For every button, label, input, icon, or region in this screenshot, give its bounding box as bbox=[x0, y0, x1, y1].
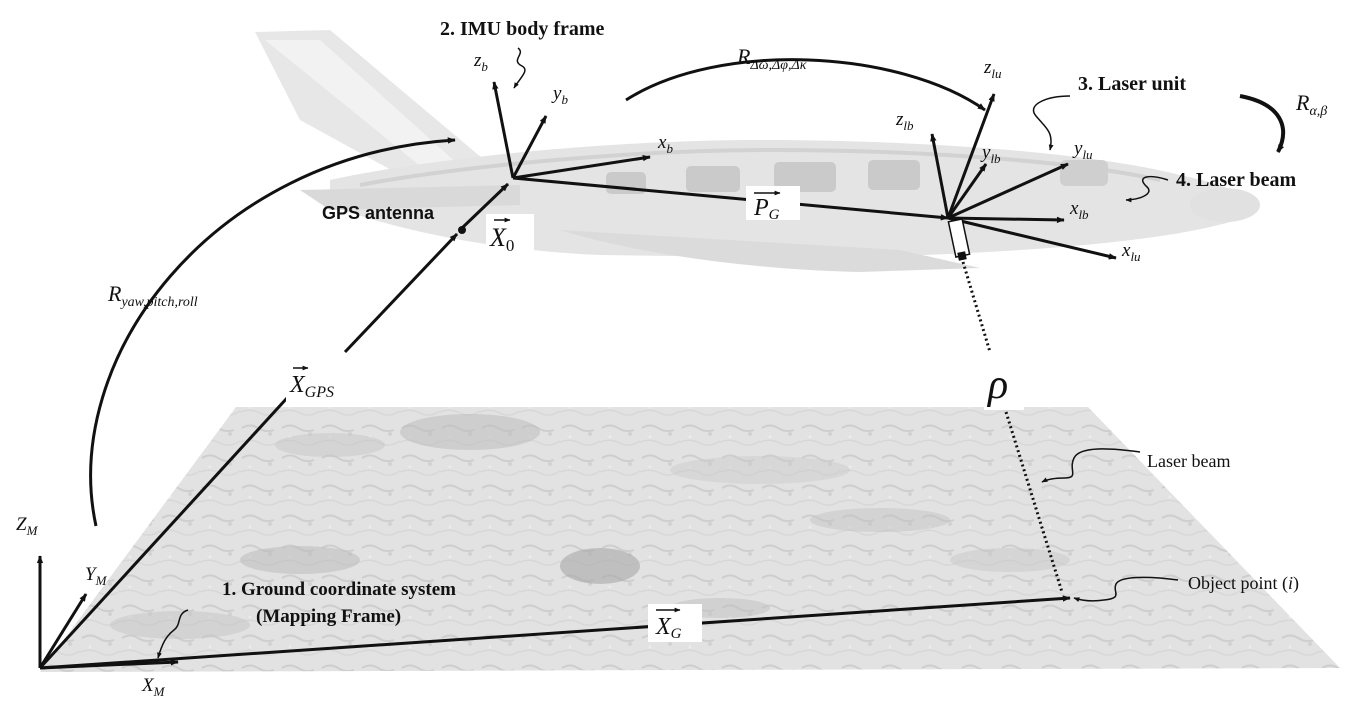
ground-system-title: 1. Ground coordinate system bbox=[222, 579, 456, 600]
laser-beam-ground-squiggle bbox=[1041, 448, 1141, 483]
r-ab-arc bbox=[1239, 94, 1286, 153]
x-gps-label: XGPS bbox=[286, 362, 352, 402]
y-b-label: yb bbox=[551, 83, 568, 107]
x-0-vector bbox=[460, 182, 510, 230]
x-gps-vector-upper bbox=[343, 232, 459, 354]
callout-squiggles bbox=[157, 47, 1179, 659]
z-b-axis bbox=[492, 81, 515, 179]
svg-text:ρ: ρ bbox=[986, 362, 1008, 408]
x-0-label: X0 bbox=[486, 214, 534, 255]
p-g-vector bbox=[512, 176, 949, 221]
x-g-label: XG bbox=[648, 604, 702, 642]
r-ypr-arc bbox=[89, 137, 456, 527]
z-m-label: ZM bbox=[16, 514, 39, 538]
x-b-axis bbox=[512, 154, 651, 180]
r-delta-arc bbox=[625, 58, 986, 112]
y-lb-axis bbox=[946, 163, 988, 219]
z-lu-axis bbox=[946, 93, 996, 219]
laser-beam-title: 4. Laser beam bbox=[1176, 169, 1297, 191]
r-ab-label: Rα,β bbox=[1295, 90, 1327, 119]
r-ypr-label: Ryaw,pitch,roll bbox=[107, 281, 198, 310]
x-m-label: XM bbox=[141, 675, 166, 699]
laser-beam-title-squiggle bbox=[1125, 175, 1169, 203]
x-lu-label: xlu bbox=[1121, 240, 1141, 264]
imu-body-frame-title: 2. IMU body frame bbox=[440, 18, 605, 40]
z-b-label: zb bbox=[473, 50, 488, 74]
svg-text:X0: X0 bbox=[489, 223, 514, 255]
laser-beam-line bbox=[961, 261, 1064, 593]
imu-squiggle bbox=[513, 47, 526, 89]
z-lb-axis bbox=[930, 133, 950, 219]
laser-beam-ground-label: Laser beam bbox=[1147, 451, 1230, 471]
p-g-label: PG bbox=[746, 186, 800, 223]
y-lu-axis bbox=[947, 162, 1069, 220]
laser-scanner-device bbox=[947, 218, 971, 261]
x-lb-axis bbox=[947, 216, 1065, 224]
x-g-vector bbox=[39, 595, 1071, 670]
y-m-label: YM bbox=[85, 564, 108, 588]
gps-antenna-point bbox=[458, 226, 466, 234]
gps-antenna-label: GPS antenna bbox=[322, 203, 435, 223]
x-lu-axis bbox=[947, 216, 1117, 260]
svg-text:XGPS: XGPS bbox=[289, 372, 334, 401]
x-b-label: xb bbox=[657, 132, 673, 156]
svg-text:XG: XG bbox=[655, 614, 682, 642]
y-b-axis bbox=[511, 115, 548, 179]
terrain-plane bbox=[40, 407, 1340, 672]
y-m-axis bbox=[38, 593, 88, 669]
object-point-label: Object point (i) bbox=[1188, 573, 1299, 594]
laser-unit-squiggle bbox=[1032, 95, 1071, 151]
y-lu-label: ylu bbox=[1072, 138, 1093, 162]
laser-axes bbox=[930, 93, 1117, 260]
x-lb-label: xlb bbox=[1069, 198, 1089, 222]
laser-unit-title: 3. Laser unit bbox=[1078, 73, 1186, 95]
imu-body-axes bbox=[492, 81, 651, 180]
vectors bbox=[38, 58, 1286, 670]
z-lb-label: zlb bbox=[895, 109, 914, 133]
object-point-squiggle bbox=[1073, 576, 1179, 602]
rho-label: ρ bbox=[984, 360, 1024, 410]
z-lu-label: zlu bbox=[983, 57, 1002, 81]
mapping-frame-subtitle: (Mapping Frame) bbox=[256, 606, 401, 627]
r-delta-label: RΔω,Δφ,Δκ bbox=[736, 44, 807, 73]
ground-squiggle bbox=[157, 609, 189, 659]
y-lb-label: ylb bbox=[980, 142, 1001, 166]
x-gps-vector-lower bbox=[38, 384, 300, 670]
svg-text:PG: PG bbox=[753, 195, 780, 223]
